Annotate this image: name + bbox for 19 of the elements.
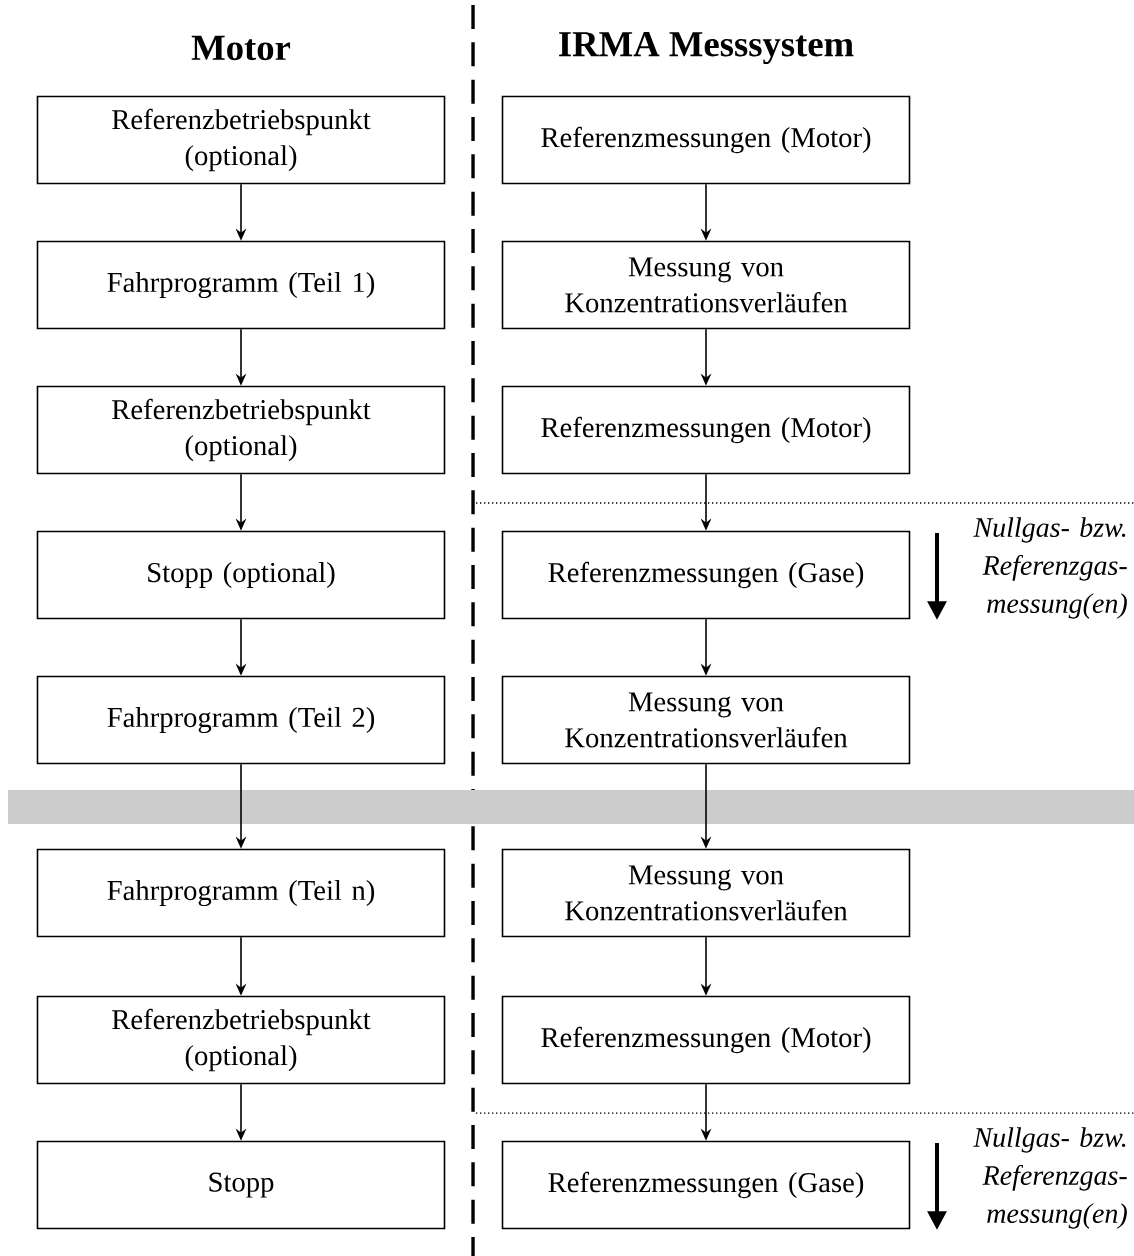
process-box: Stopp bbox=[36, 1140, 446, 1230]
process-box: Messung von Konzentrationsverläufen bbox=[501, 848, 911, 938]
process-box: Referenzbetriebspunkt (optional) bbox=[36, 995, 446, 1085]
process-box: Messung von Konzentrationsverläufen bbox=[501, 240, 911, 330]
side-note: Nullgas- bzw. Referenzgas-messung(en) bbox=[973, 1127, 1127, 1229]
process-box: Referenzmessungen (Motor) bbox=[501, 995, 911, 1085]
side-note: Nullgas- bzw. Referenzgas-messung(en) bbox=[973, 517, 1127, 619]
process-box: Referenzmessungen (Motor) bbox=[501, 95, 911, 185]
column-heading: Motor bbox=[191, 35, 291, 61]
process-box: Messung von Konzentrationsverläufen bbox=[501, 675, 911, 765]
process-box: Stopp (optional) bbox=[36, 530, 446, 620]
process-box: Referenzmessungen (Motor) bbox=[501, 385, 911, 475]
process-box: Referenzbetriebspunkt (optional) bbox=[36, 95, 446, 185]
process-box: Fahrprogramm (Teil 1) bbox=[36, 240, 446, 330]
process-box: Fahrprogramm (Teil n) bbox=[36, 848, 446, 938]
process-box: Referenzmessungen (Gase) bbox=[501, 530, 911, 620]
process-box: Referenzmessungen (Gase) bbox=[501, 1140, 911, 1230]
process-box: Fahrprogramm (Teil 2) bbox=[36, 675, 446, 765]
process-box: Referenzbetriebspunkt (optional) bbox=[36, 385, 446, 475]
